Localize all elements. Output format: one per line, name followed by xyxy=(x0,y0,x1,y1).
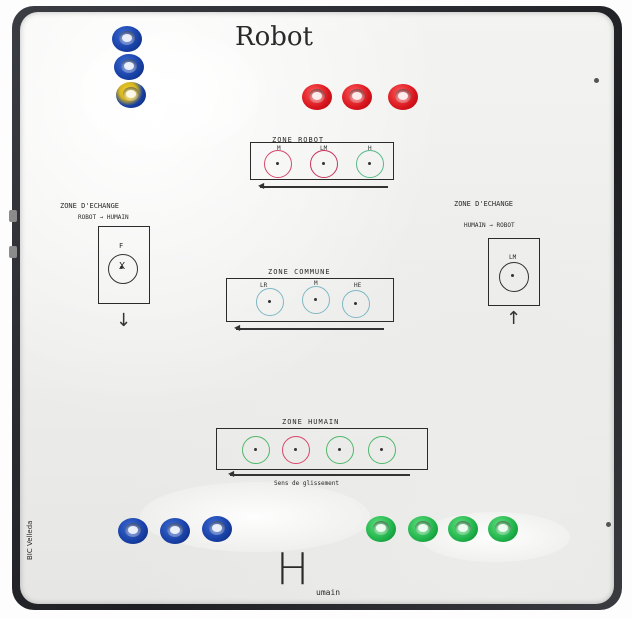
green-token[interactable] xyxy=(366,516,396,542)
bottom-word: umain xyxy=(316,588,340,597)
zone-common-slot[interactable] xyxy=(256,288,284,316)
blue-token[interactable] xyxy=(118,518,148,544)
slide-arrow: ◀ xyxy=(236,328,384,330)
green-token[interactable] xyxy=(488,516,518,542)
board-title: Robot xyxy=(235,22,313,52)
blue-yellow-token[interactable] xyxy=(116,82,146,108)
light-glare xyxy=(80,32,260,152)
exchange-left-slot-label: X xyxy=(119,261,125,272)
zone-robot-slot[interactable] xyxy=(356,150,384,178)
exchange-right-slot-label: LM xyxy=(509,254,516,261)
exchange-left-subtitle: ROBOT → HUMAIN xyxy=(78,214,129,221)
screw xyxy=(606,522,611,527)
zone-common-slot-label: HE xyxy=(354,282,361,289)
up-arrow: ↑ xyxy=(506,310,521,328)
blue-token[interactable] xyxy=(112,26,142,52)
zone-robot-slot[interactable] xyxy=(310,150,338,178)
exchange-right-slot[interactable] xyxy=(499,262,529,292)
screw xyxy=(594,78,599,83)
down-arrow: ↓ xyxy=(116,312,131,330)
red-token[interactable] xyxy=(388,84,418,110)
exchange-right-subtitle: HUMAIN → ROBOT xyxy=(464,222,515,229)
blue-token[interactable] xyxy=(114,54,144,80)
zone-human-title: ZONE HUMAIN xyxy=(282,418,339,426)
green-token[interactable] xyxy=(448,516,478,542)
red-token[interactable] xyxy=(342,84,372,110)
side-clip xyxy=(9,210,17,222)
slide-arrow: ◀ xyxy=(260,186,388,188)
side-clip xyxy=(9,246,17,258)
zone-common-slot[interactable] xyxy=(302,286,330,314)
brand-logo: BIC Velleda xyxy=(26,521,34,560)
exchange-left-slot-top: F xyxy=(119,242,123,250)
zone-robot-slot[interactable] xyxy=(264,150,292,178)
blue-token[interactable] xyxy=(202,516,232,542)
whiteboard: Robot ZONE ROBOT M LM H ◀ ZONE D'ECHANGE… xyxy=(20,12,614,604)
bottom-letter: H xyxy=(276,544,309,595)
red-token[interactable] xyxy=(302,84,332,110)
zone-human-slot[interactable] xyxy=(242,436,270,464)
green-token[interactable] xyxy=(408,516,438,542)
zone-human-slot[interactable] xyxy=(326,436,354,464)
exchange-right-title: ZONE D'ECHANGE xyxy=(454,200,513,208)
zone-human-slot[interactable] xyxy=(282,436,310,464)
zone-common-title: ZONE COMMUNE xyxy=(268,268,331,276)
exchange-left-title: ZONE D'ECHANGE xyxy=(60,202,119,210)
blue-token[interactable] xyxy=(160,518,190,544)
slide-arrow: ◀ xyxy=(230,474,410,476)
zone-human-slot[interactable] xyxy=(368,436,396,464)
zone-human-caption: Sens de glissement xyxy=(274,480,339,487)
zone-common-slot[interactable] xyxy=(342,290,370,318)
